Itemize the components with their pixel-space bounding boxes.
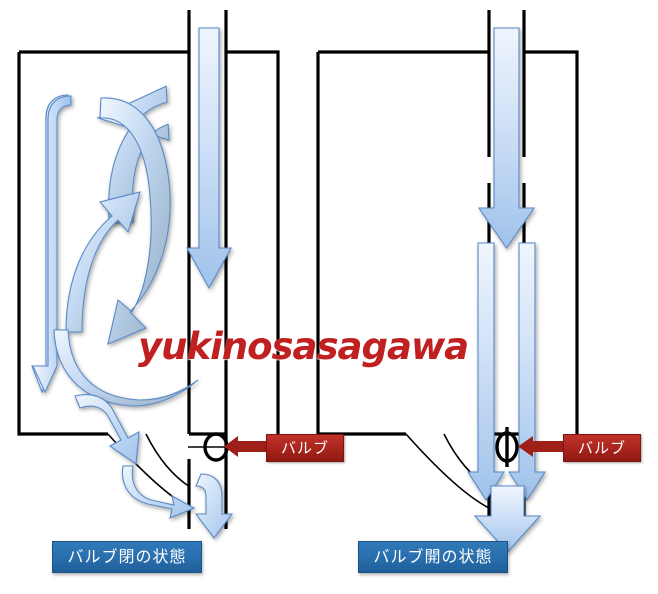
right-funnel-curves [405, 433, 490, 509]
left-bottom-arrow-3 [194, 473, 234, 539]
left-downflow-arrow [31, 94, 72, 394]
left-valve-callout: バルブ [266, 434, 344, 462]
right-state-label: バルブ開の状態 [358, 541, 508, 573]
left-circulation-arrow-upper [96, 85, 171, 345]
right-valve-callout: バルブ [563, 434, 641, 462]
right-center-tube-arrow [477, 27, 536, 249]
right-inner-flow-arrow-left [466, 242, 506, 502]
right-inner-flow-arrow-right [507, 242, 547, 502]
watermark-text: yukinosasagawa [138, 325, 469, 368]
right-valve-symbol-open [495, 427, 519, 467]
left-bottom-arrow-1 [74, 394, 140, 465]
left-circulation-arrow-lower [53, 191, 199, 407]
right-valve-pointer-arrow [518, 436, 565, 457]
left-state-label: バルブ閉の状態 [52, 541, 202, 573]
left-valve-pointer-arrow [224, 436, 268, 457]
left-bottom-arrow-2 [121, 465, 196, 519]
right-discharge-arrow [473, 485, 542, 553]
left-center-tube-arrow [186, 27, 232, 290]
